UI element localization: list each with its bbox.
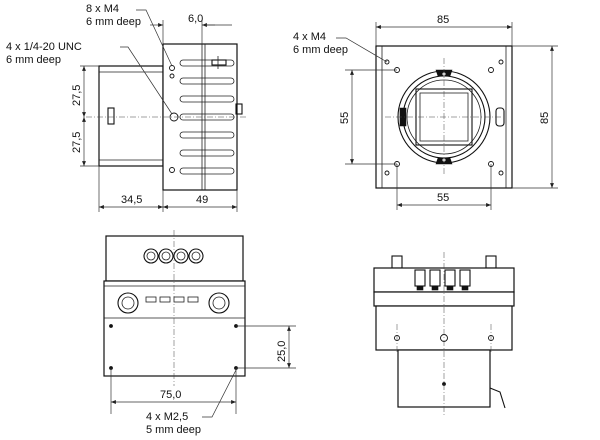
front-view-dim-width-top: 85 (375, 14, 513, 46)
svg-text:27,5: 27,5 (71, 132, 83, 153)
front-view-m4-holes (384, 59, 504, 176)
side-view-callout-unc: 4 x 1/4-20 UNC 6 mm deep (6, 41, 173, 115)
svg-text:6 mm deep: 6 mm deep (86, 16, 141, 28)
rear-view-m25-holes (109, 324, 238, 370)
svg-text:6,0: 6,0 (188, 13, 203, 25)
front-view-callout-m4: 4 x M4 6 mm deep (293, 31, 388, 63)
svg-text:49: 49 (196, 194, 208, 206)
side-view-dim-widths: 34,5 49 (98, 166, 238, 212)
front-view-dim-hole-width: 55 (396, 164, 492, 210)
svg-text:4 x M4: 4 x M4 (293, 31, 326, 43)
svg-text:5 mm deep: 5 mm deep (146, 424, 201, 436)
svg-text:85: 85 (539, 112, 551, 124)
svg-text:6 mm deep: 6 mm deep (293, 44, 348, 56)
front-view: 4 x M4 6 mm deep 85 85 55 55 (293, 14, 558, 210)
side-view-dim-top-offset: 6,0 (150, 13, 232, 44)
side-view-m4-hole (169, 167, 175, 173)
svg-text:34,5: 34,5 (121, 194, 142, 206)
svg-text:85: 85 (437, 14, 449, 26)
rear-view-dim-hole-height: 25,0 (236, 325, 296, 369)
svg-text:25,0: 25,0 (276, 341, 288, 362)
svg-text:55: 55 (339, 112, 351, 124)
svg-text:4 x 1/4-20 UNC: 4 x 1/4-20 UNC (6, 41, 82, 53)
rear-view-dim-hole-width: 75,0 (110, 368, 237, 414)
svg-text:55: 55 (437, 192, 449, 204)
top-view (373, 252, 515, 415)
side-view: 8 x M4 6 mm deep 4 x 1/4-20 UNC 6 mm dee… (6, 3, 246, 212)
svg-text:8 x M4: 8 x M4 (86, 3, 119, 15)
svg-text:75,0: 75,0 (160, 389, 181, 401)
svg-text:6 mm deep: 6 mm deep (6, 54, 61, 66)
side-view-m4-hole (169, 65, 175, 71)
side-view-callout-m4: 8 x M4 6 mm deep (86, 3, 173, 67)
front-view-dim-hole-height: 55 (339, 69, 397, 165)
top-view-connectors (414, 269, 471, 291)
side-view-m4-hole (169, 73, 175, 79)
side-view-dim-heights: 27,5 27,5 (71, 65, 99, 167)
side-view-rear-housing (98, 65, 164, 167)
svg-text:27,5: 27,5 (71, 85, 83, 106)
rear-view-callout-m25: 4 x M2,5 5 mm deep (146, 369, 237, 436)
front-view-dim-height-right: 85 (512, 45, 558, 189)
rear-view-body (103, 280, 246, 377)
rear-view-right-knob (208, 292, 230, 314)
svg-text:4 x M2,5: 4 x M2,5 (146, 411, 188, 423)
rear-view: 4 x M2,5 5 mm deep 75,0 25,0 (103, 230, 296, 436)
rear-view-left-knob (117, 292, 139, 314)
